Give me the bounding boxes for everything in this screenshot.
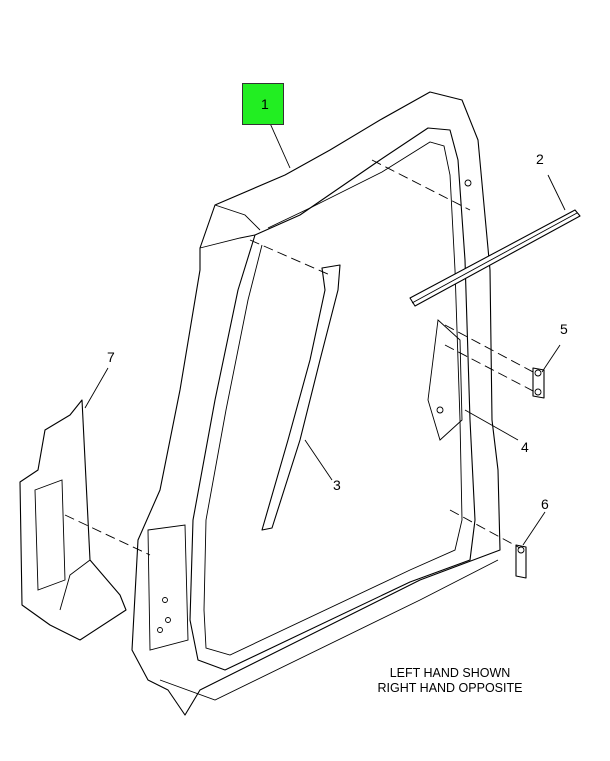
callout-4[interactable]: 4 — [521, 439, 529, 455]
assembly-line — [444, 324, 536, 374]
callout-5[interactable]: 5 — [560, 321, 568, 337]
callout-6[interactable]: 6 — [541, 496, 549, 512]
leader-line — [547, 174, 566, 211]
note-line-1: LEFT HAND SHOWN — [389, 666, 511, 680]
leader-line — [464, 409, 519, 441]
callout-7[interactable]: 7 — [107, 349, 115, 365]
callout-1-highlight[interactable]: 1 — [242, 83, 284, 125]
orientation-note: LEFT HAND SHOWN RIGHT HAND OPPOSITE — [365, 666, 535, 696]
leader-line — [522, 511, 546, 546]
assembly-line — [444, 344, 536, 393]
reinforcement-part-7[interactable] — [19, 399, 127, 641]
note-line-2: RIGHT HAND OPPOSITE — [377, 681, 523, 695]
leader-line — [541, 344, 561, 373]
assembly-line — [371, 159, 471, 211]
weatherstrip-part-2[interactable] — [409, 209, 581, 307]
door-frame-part-1[interactable] — [131, 91, 501, 716]
seal-part-3[interactable] — [261, 264, 341, 531]
bracket-part-6[interactable] — [515, 544, 527, 579]
callout-2[interactable]: 2 — [536, 151, 544, 167]
callout-1: 1 — [261, 96, 269, 112]
leader-line — [304, 439, 333, 481]
assembly-line — [449, 509, 521, 549]
assembly-line — [64, 514, 151, 556]
bracket-part-5[interactable] — [532, 367, 545, 399]
callout-3[interactable]: 3 — [333, 477, 341, 493]
leader-line — [84, 367, 109, 409]
